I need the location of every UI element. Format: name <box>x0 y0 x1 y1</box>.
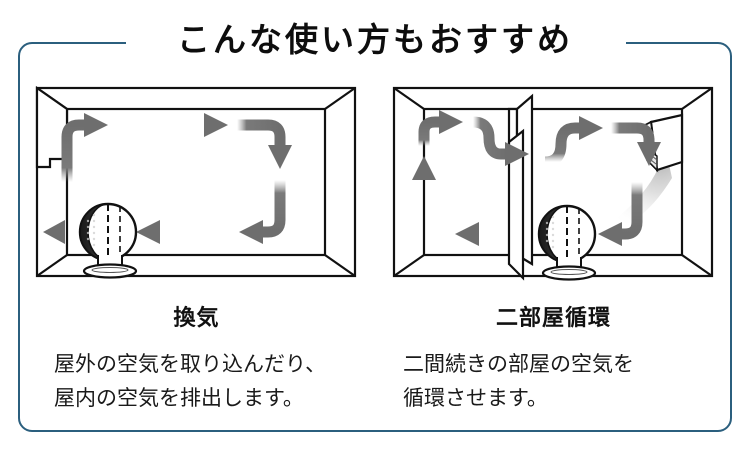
page-title: こんな使い方もおすすめ <box>177 20 573 59</box>
title-gap-mask <box>126 30 626 56</box>
circulation-arrows <box>411 110 661 246</box>
fan <box>537 204 596 281</box>
arrow-head <box>135 220 160 244</box>
panel-description-two-room-circulation: 二間続きの部屋の空気を 循環させます。 <box>403 347 722 415</box>
wall-opening-left <box>35 85 68 169</box>
arrow-head <box>636 142 661 166</box>
single-room-svg <box>35 85 356 279</box>
diagram-two-room <box>375 82 732 282</box>
arrow-head <box>203 113 228 137</box>
description-line: 屋外の空気を取り込んだり、 <box>54 352 327 376</box>
arrow-head <box>267 145 292 169</box>
fan <box>78 202 137 279</box>
arrow-head <box>411 156 436 180</box>
two-room-svg <box>392 86 713 281</box>
panel-two-room-circulation: 二部屋循環 二間続きの部屋の空気を 循環させます。 <box>375 42 732 432</box>
arrow-head <box>504 142 529 166</box>
panel-description-ventilation: 屋外の空気を取り込んだり、 屋内の空気を排出します。 <box>54 347 365 415</box>
arrow-head <box>238 220 263 244</box>
panel-container: 換気 屋外の空気を取り込んだり、 屋内の空気を排出します。 <box>18 42 732 432</box>
panel-ventilation: 換気 屋外の空気を取り込んだり、 屋内の空気を排出します。 <box>18 42 375 432</box>
diagram-single-room <box>18 82 375 282</box>
partition-wall <box>507 93 533 281</box>
arrow-head <box>42 220 65 244</box>
arrow-head <box>83 113 108 137</box>
description-line: 循環させます。 <box>403 386 548 410</box>
panel-heading-ventilation: 換気 <box>173 306 220 331</box>
circulation-arrows <box>42 113 292 244</box>
description-line: 二間続きの部屋の空気を <box>403 352 634 376</box>
arrow-head <box>578 116 603 140</box>
panel-heading-two-room-circulation: 二部屋循環 <box>495 306 611 331</box>
arrow-head <box>597 222 622 246</box>
arrow-head <box>438 110 463 134</box>
description-line: 屋内の空気を排出します。 <box>54 386 304 410</box>
arrow-head <box>454 222 479 246</box>
